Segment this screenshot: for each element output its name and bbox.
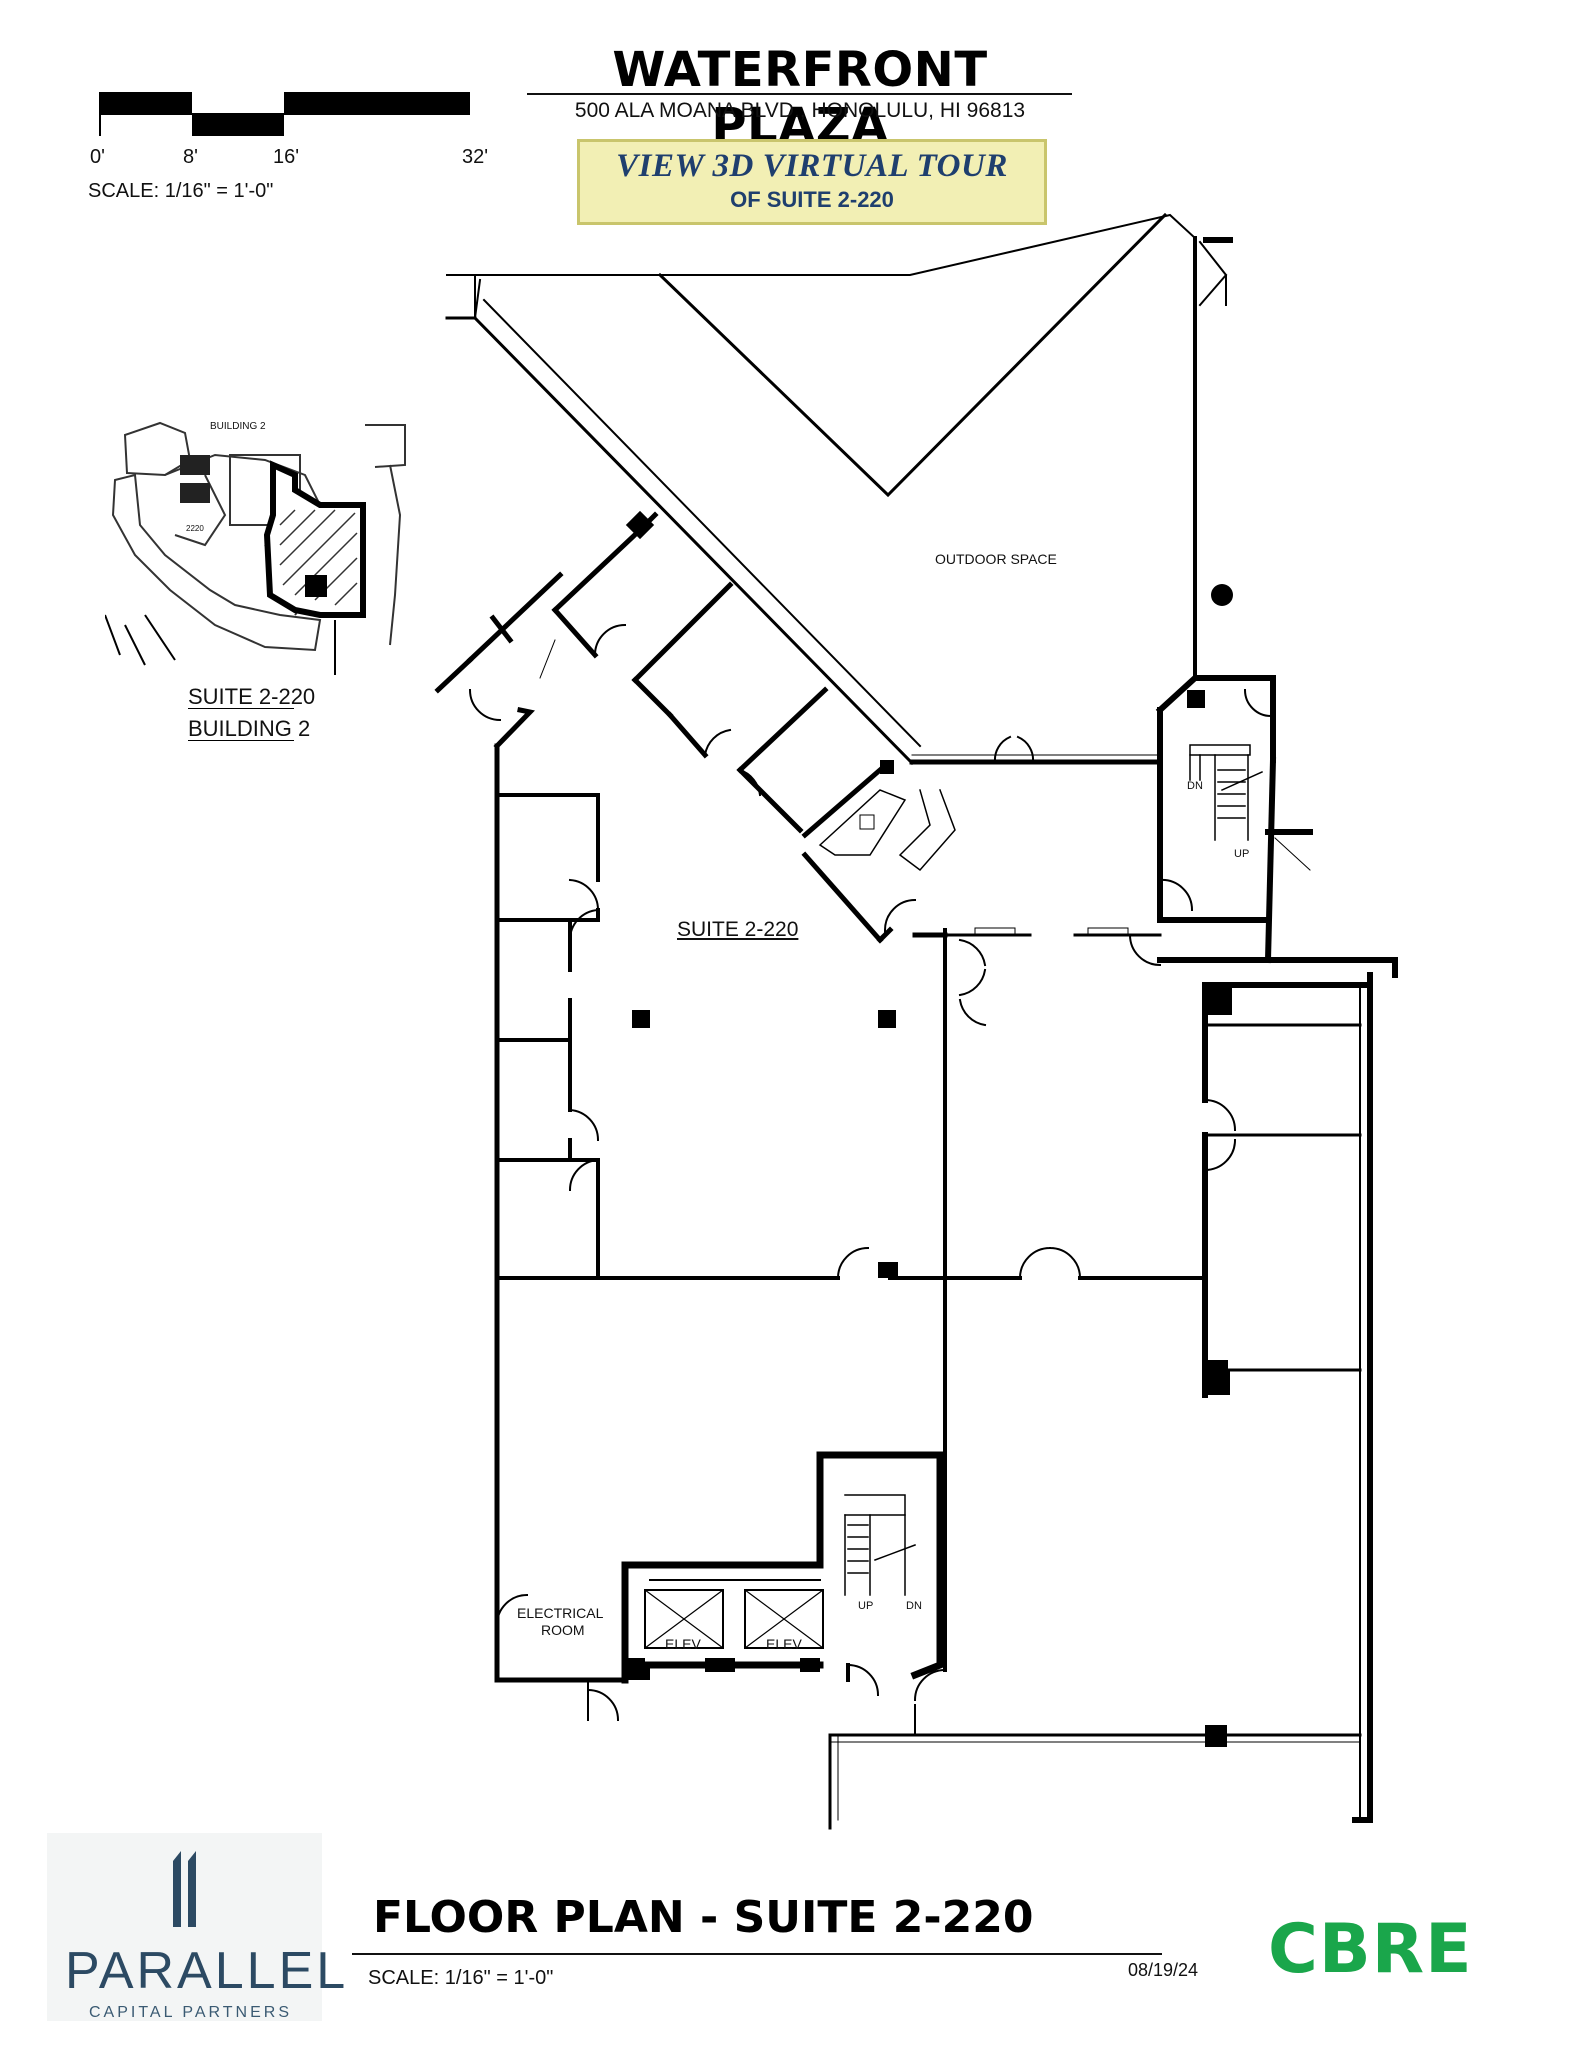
scale-bar bbox=[99, 92, 470, 136]
virtual-tour-button[interactable]: VIEW 3D VIRTUAL TOUR OF SUITE 2-220 bbox=[577, 139, 1047, 225]
north-stair-up-label: UP bbox=[1234, 848, 1250, 860]
electrical-room-label-2: ROOM bbox=[541, 1622, 585, 1638]
floor-plan bbox=[434, 212, 1398, 1830]
footer-scale: SCALE: 1/16" = 1'-0" bbox=[368, 1967, 554, 1989]
parallel-subtitle: CAPITAL PARTNERS bbox=[89, 2004, 292, 2021]
elevator-1-label: ELEV bbox=[665, 1636, 701, 1652]
cbre-logo: CBRE bbox=[1268, 1910, 1473, 1989]
callout-underline-2 bbox=[188, 740, 294, 741]
key-plan-callout-suite: SUITE 2-220 bbox=[188, 684, 316, 709]
scale-label: SCALE: 1/16" = 1'-0" bbox=[88, 180, 274, 202]
tour-line-2: OF SUITE 2-220 bbox=[730, 187, 894, 212]
floor-plan-title: FLOOR PLAN - SUITE 2-220 bbox=[373, 1892, 1034, 1943]
elevator-2-label: ELEV bbox=[766, 1636, 802, 1652]
core-stair-up-label: UP bbox=[858, 1600, 874, 1612]
key-plan-callout-building: BUILDING 2 bbox=[188, 716, 311, 741]
key-plan-map bbox=[105, 421, 406, 675]
scale-tick-32: 32' bbox=[462, 146, 489, 168]
outdoor-space-label: OUTDOOR SPACE bbox=[935, 551, 1057, 567]
scale-tick-16: 16' bbox=[273, 146, 300, 168]
electrical-room-label-1: ELECTRICAL bbox=[517, 1605, 604, 1621]
north-stair-dn-label: DN bbox=[1187, 780, 1203, 792]
title-rule bbox=[527, 93, 1072, 95]
building-address: 500 ALA MOANA BLVD., HONOLULU, HI 96813 bbox=[574, 99, 1026, 122]
footer-rule bbox=[352, 1953, 1162, 1955]
callout-underline bbox=[188, 708, 294, 709]
core-stair-dn-label: DN bbox=[906, 1600, 922, 1612]
parallel-logo: PARALLEL CAPITAL PARTNERS bbox=[47, 1833, 345, 2021]
tour-line-1: VIEW 3D VIRTUAL TOUR bbox=[616, 148, 1008, 184]
scale-tick-8: 8' bbox=[183, 146, 198, 168]
key-plan-building-label: BUILDING 2 bbox=[210, 421, 266, 432]
plan-date: 08/19/24 bbox=[1128, 1960, 1199, 1980]
suite-label: SUITE 2-220 bbox=[677, 918, 799, 941]
scale-tick-0: 0' bbox=[90, 146, 105, 168]
key-plan-suite-number: 2220 bbox=[186, 524, 204, 533]
parallel-mark-icon bbox=[173, 1851, 196, 1927]
parallel-wordmark: PARALLEL bbox=[65, 1942, 349, 2000]
building-title: WATERFRONT PLAZA bbox=[612, 42, 988, 154]
